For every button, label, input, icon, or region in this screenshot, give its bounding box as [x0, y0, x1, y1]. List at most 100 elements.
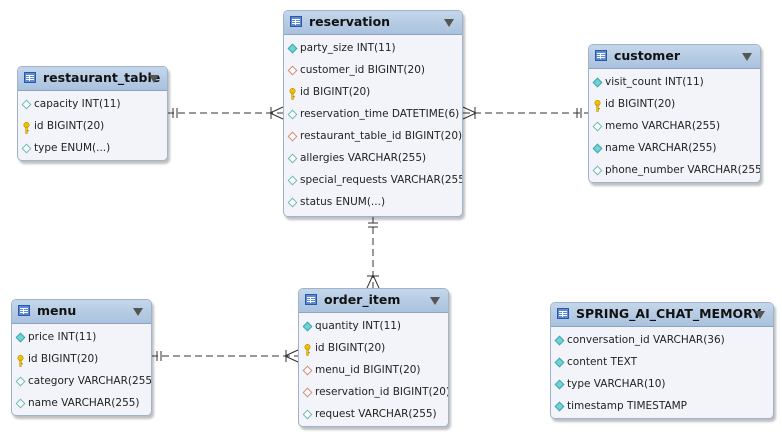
table-name: menu [37, 303, 77, 318]
table-icon [595, 50, 607, 61]
column-row[interactable]: customer_id BIGINT(20) [284, 59, 462, 81]
column-label: id BIGINT(20) [34, 120, 105, 132]
column-label: customer_id BIGINT(20) [300, 64, 425, 76]
column-list: capacity INT(11) id BIGINT(20) type ENUM(.… [18, 91, 167, 160]
table-name: order_item [324, 292, 401, 307]
column-row[interactable]: menu_id BIGINT(20) [299, 359, 448, 381]
column-row[interactable]: id BIGINT(20) [12, 348, 151, 370]
column-row[interactable]: memo VARCHAR(255) [589, 115, 760, 137]
table-restaurant-table[interactable]: restaurant_table capacity INT(11) id BIGI… [17, 66, 168, 161]
column-list: quantity INT(11) id BIGINT(20) menu_id BIG… [299, 313, 448, 426]
column-row[interactable]: status ENUM(...) [284, 191, 462, 213]
collapse-arrow-icon[interactable] [755, 311, 765, 319]
table-icon [24, 72, 36, 83]
column-row[interactable]: id BIGINT(20) [284, 81, 462, 103]
column-row[interactable]: visit_count INT(11) [589, 71, 760, 93]
table-name: restaurant_table [43, 70, 161, 85]
table-menu[interactable]: menu price INT(11) id BIGINT(20)category … [11, 299, 152, 416]
column-row[interactable]: restaurant_table_id BIGINT(20) [284, 125, 462, 147]
column-row[interactable]: special_requests VARCHAR(255) [284, 169, 462, 191]
rel-menu-order-item [151, 349, 299, 363]
attribute-hollow-icon [287, 197, 298, 208]
collapse-arrow-icon[interactable] [742, 53, 752, 61]
table-icon [290, 16, 302, 27]
column-label: name VARCHAR(255) [605, 142, 717, 154]
foreign-key-icon [287, 131, 298, 142]
table-customer[interactable]: customer visit_count INT(11) id BIGINT(20… [588, 44, 761, 183]
column-label: id BIGINT(20) [315, 342, 386, 354]
table-icon [305, 294, 317, 305]
rel-reservation-order-item [366, 216, 380, 289]
table-header[interactable]: reservation [284, 11, 462, 35]
attribute-filled-icon [592, 77, 603, 88]
column-label: status ENUM(...) [300, 196, 386, 208]
column-list: price INT(11) id BIGINT(20)category VARCH… [12, 324, 151, 415]
column-row[interactable]: conversation_id VARCHAR(36) [551, 329, 773, 351]
column-label: type ENUM(...) [34, 142, 111, 154]
column-row[interactable]: allergies VARCHAR(255) [284, 147, 462, 169]
column-row[interactable]: category VARCHAR(255) [12, 370, 151, 392]
column-row[interactable]: content TEXT [551, 351, 773, 373]
column-label: content TEXT [567, 356, 638, 368]
column-row[interactable]: id BIGINT(20) [299, 337, 448, 359]
column-row[interactable]: capacity INT(11) [18, 93, 167, 115]
column-row[interactable]: price INT(11) [12, 326, 151, 348]
column-row[interactable]: request VARCHAR(255) [299, 403, 448, 425]
table-name: customer [614, 48, 680, 63]
column-row[interactable]: type ENUM(...) [18, 137, 167, 159]
attribute-hollow-icon [21, 99, 32, 110]
table-name: SPRING_AI_CHAT_MEMORY [576, 306, 762, 321]
attribute-hollow-icon [592, 121, 603, 132]
column-label: price INT(11) [28, 331, 97, 343]
table-icon [18, 305, 30, 316]
attribute-hollow-icon [287, 153, 298, 164]
table-header[interactable]: restaurant_table [18, 67, 167, 91]
attribute-filled-icon [554, 379, 565, 390]
attribute-filled-icon [592, 143, 603, 154]
collapse-arrow-icon[interactable] [444, 19, 454, 27]
collapse-arrow-icon[interactable] [133, 308, 143, 316]
table-reservation[interactable]: reservation party_size INT(11) customer_i… [283, 10, 463, 217]
foreign-key-icon [302, 365, 313, 376]
column-label: phone_number VARCHAR(255) [605, 164, 761, 176]
attribute-hollow-icon [15, 398, 26, 409]
column-list: conversation_id VARCHAR(36) content TEXT t… [551, 327, 773, 418]
column-row[interactable]: reservation_time DATETIME(6) [284, 103, 462, 125]
rel-restaurant-table-reservation [167, 106, 284, 120]
column-row[interactable]: type VARCHAR(10) [551, 373, 773, 395]
column-label: quantity INT(11) [315, 320, 402, 332]
table-header[interactable]: order_item [299, 289, 448, 313]
column-row[interactable]: party_size INT(11) [284, 37, 462, 59]
column-label: name VARCHAR(255) [28, 397, 140, 409]
table-header[interactable]: SPRING_AI_CHAT_MEMORY [551, 303, 773, 327]
foreign-key-icon [287, 65, 298, 76]
attribute-filled-icon [554, 335, 565, 346]
column-row[interactable]: reservation_id BIGINT(20) [299, 381, 448, 403]
table-spring-ai-chat-memory[interactable]: SPRING_AI_CHAT_MEMORY conversation_id VA… [550, 302, 774, 419]
foreign-key-icon [302, 387, 313, 398]
table-header[interactable]: customer [589, 45, 760, 69]
column-row[interactable]: id BIGINT(20) [589, 93, 760, 115]
collapse-arrow-icon[interactable] [149, 75, 159, 83]
table-name: reservation [309, 14, 391, 29]
column-row[interactable]: name VARCHAR(255) [589, 137, 760, 159]
table-header[interactable]: menu [12, 300, 151, 324]
attribute-filled-icon [287, 43, 298, 54]
column-label: conversation_id VARCHAR(36) [567, 334, 725, 346]
column-row[interactable]: timestamp TIMESTAMP [551, 395, 773, 417]
column-label: memo VARCHAR(255) [605, 120, 721, 132]
column-label: visit_count INT(11) [605, 76, 704, 88]
column-row[interactable]: quantity INT(11) [299, 315, 448, 337]
column-row[interactable]: id BIGINT(20) [18, 115, 167, 137]
collapse-arrow-icon[interactable] [430, 297, 440, 305]
column-label: timestamp TIMESTAMP [567, 400, 688, 412]
column-row[interactable]: phone_number VARCHAR(255) [589, 159, 760, 181]
attribute-hollow-icon [15, 376, 26, 387]
column-label: type VARCHAR(10) [567, 378, 666, 390]
column-label: id BIGINT(20) [605, 98, 676, 110]
table-order-item[interactable]: order_item quantity INT(11) id BIGINT(20)… [298, 288, 449, 427]
attribute-hollow-icon [21, 143, 32, 154]
attribute-hollow-icon [287, 109, 298, 120]
column-row[interactable]: name VARCHAR(255) [12, 392, 151, 414]
column-label: party_size INT(11) [300, 42, 396, 54]
